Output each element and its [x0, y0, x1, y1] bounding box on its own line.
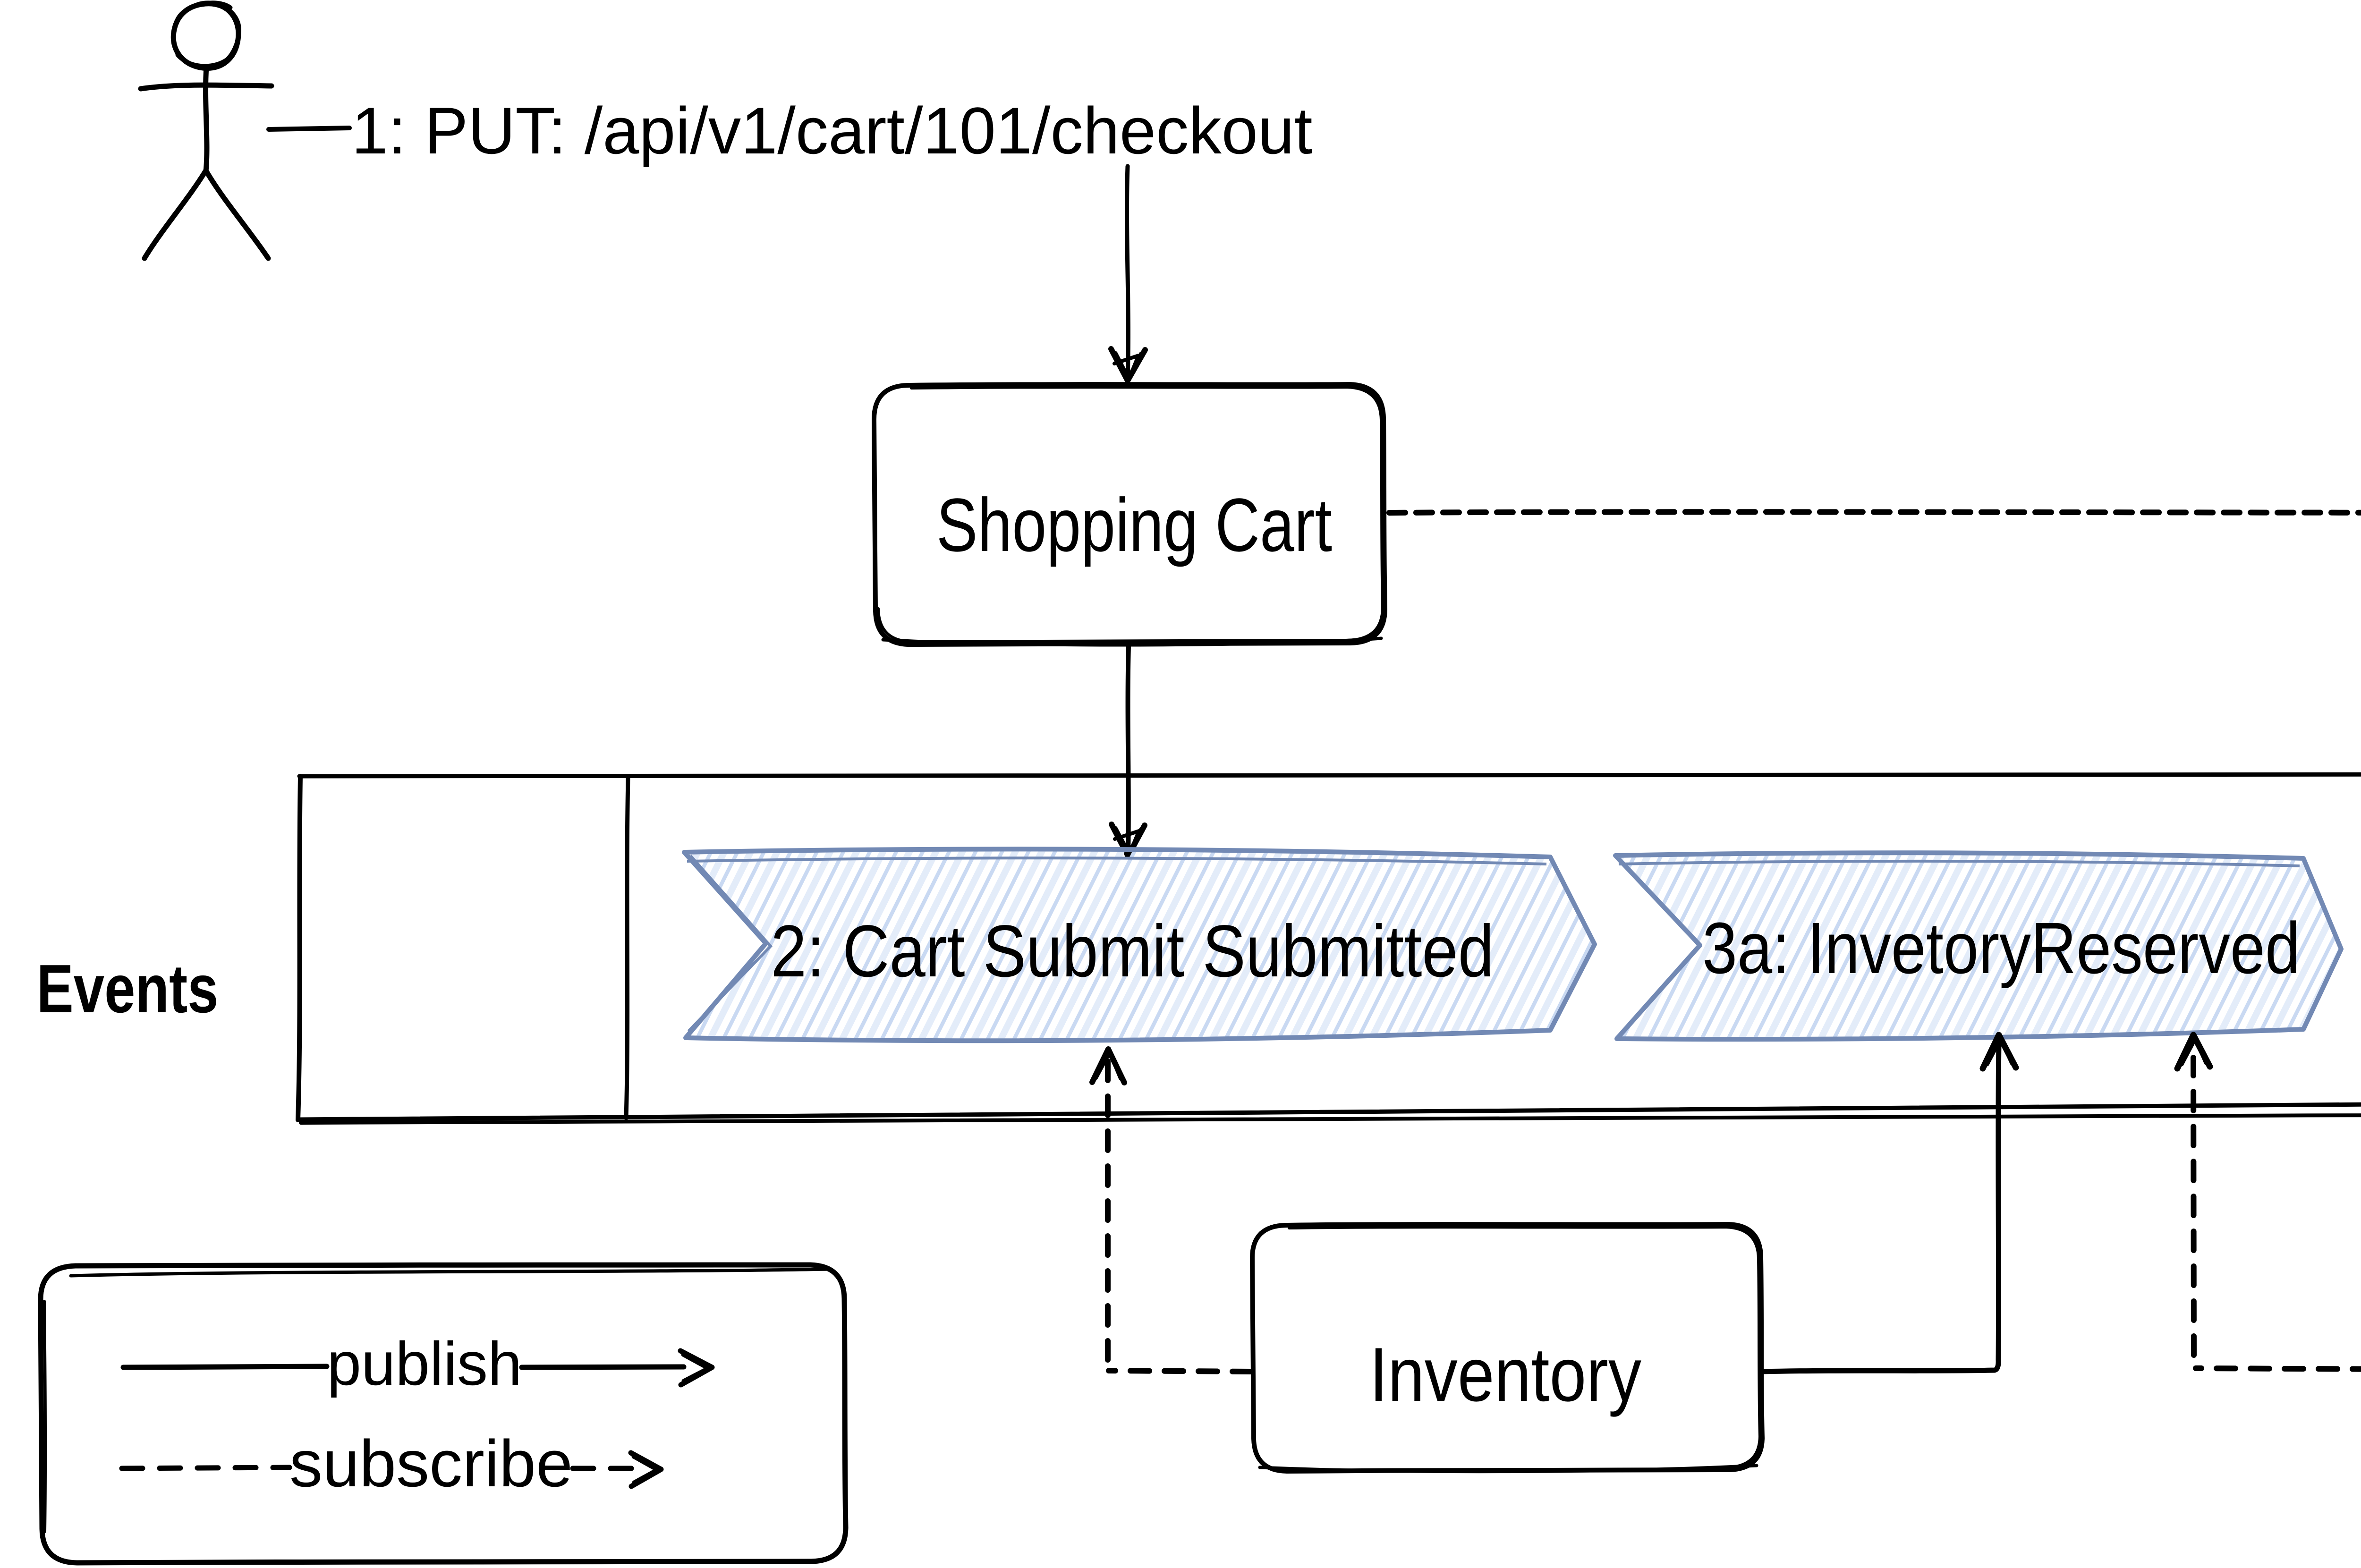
- svg-text:publish: publish: [327, 1329, 522, 1398]
- svg-text:subscribe: subscribe: [289, 1426, 573, 1500]
- svg-text:Shopping Cart: Shopping Cart: [936, 483, 1332, 567]
- svg-text:1: PUT: /api/v1/cart/101/check: 1: PUT: /api/v1/cart/101/checkout: [352, 93, 1313, 168]
- svg-text:Events: Events: [37, 950, 219, 1027]
- svg-text:3a: InvetoryReserved: 3a: InvetoryReserved: [1702, 907, 2300, 989]
- svg-text:2: Cart Submit Submitted: 2: Cart Submit Submitted: [771, 910, 1494, 992]
- svg-text:Inventory: Inventory: [1369, 1332, 1641, 1417]
